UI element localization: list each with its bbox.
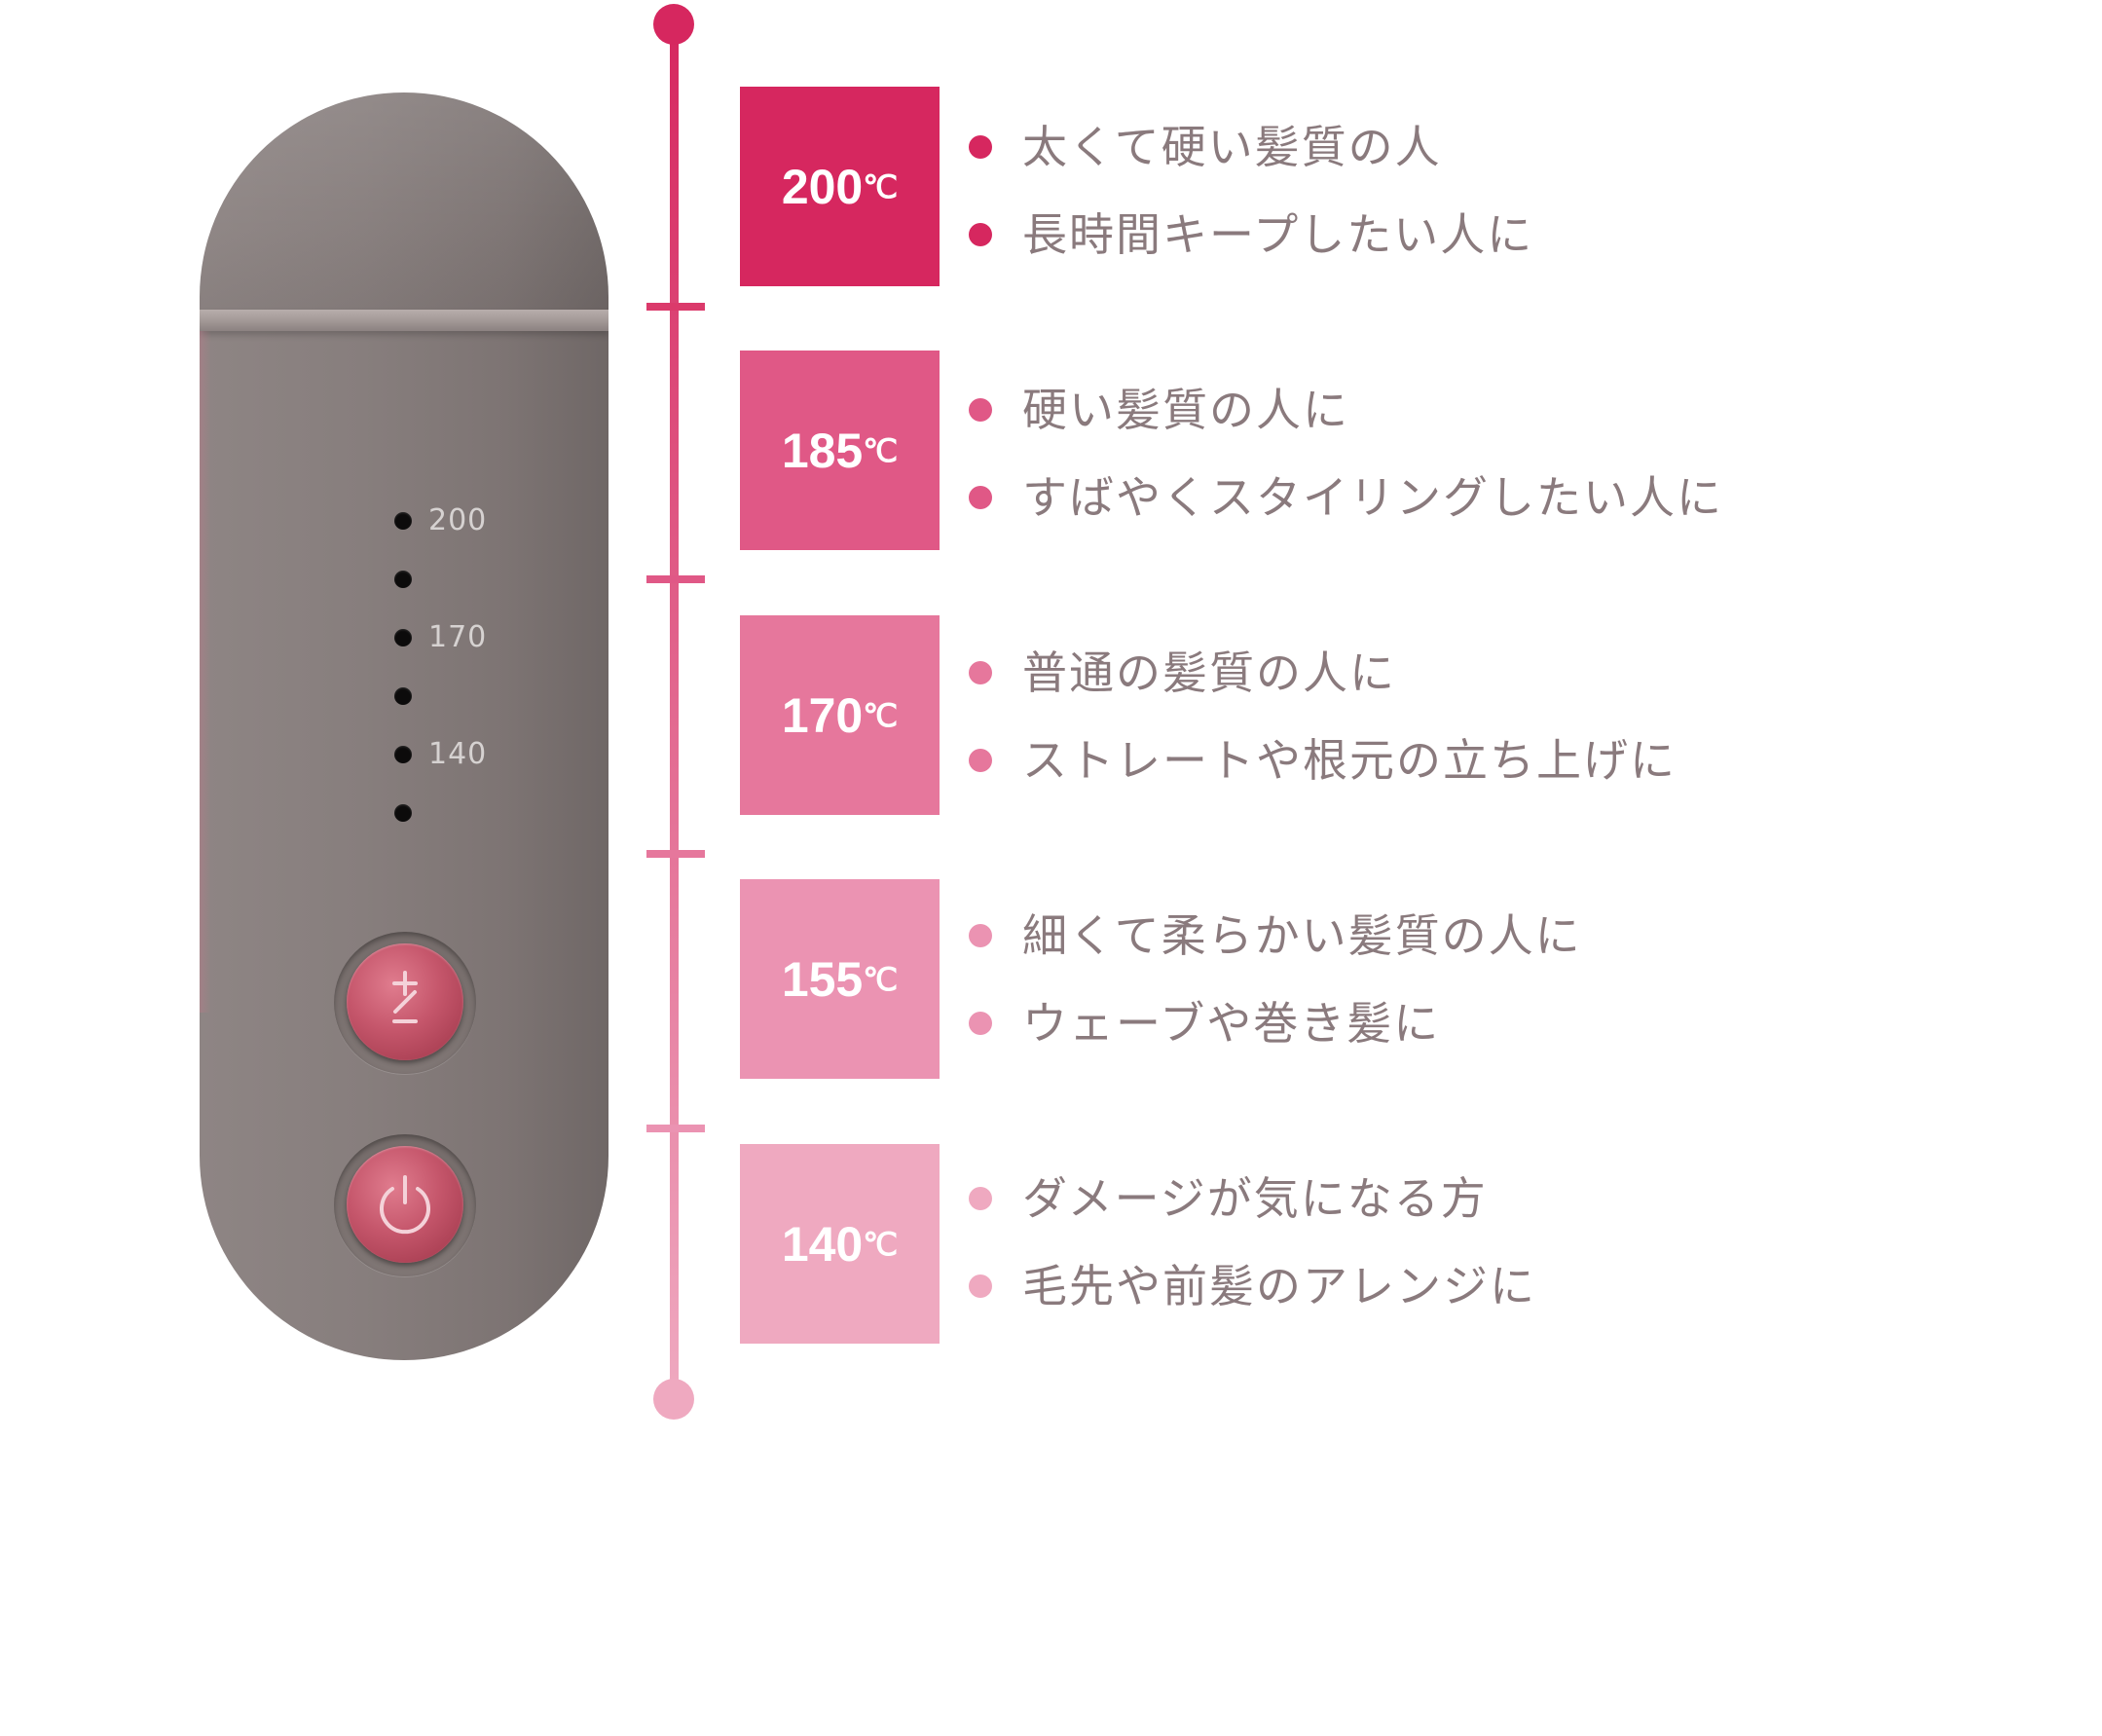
- power-icon: [380, 1175, 430, 1235]
- scale-tick: [646, 1125, 705, 1132]
- indicator-led: [394, 804, 412, 822]
- plus-minus-icon: [392, 971, 418, 1023]
- temp-unit: ℃: [863, 432, 899, 468]
- desc-text: 太くて硬い髪質の人: [1022, 121, 1442, 173]
- temp-unit: ℃: [863, 697, 899, 733]
- indicator-185: [394, 565, 511, 594]
- scale-bottom-endpoint: [653, 1379, 694, 1420]
- button-face[interactable]: [347, 943, 463, 1060]
- desc-text: 普通の髪質の人に: [1022, 646, 1396, 699]
- desc-text: 長時間キープしたい人に: [1022, 208, 1534, 261]
- temp-value: 185: [781, 423, 864, 478]
- temp-box-185: 185℃: [740, 351, 940, 550]
- scale-tick: [646, 850, 705, 858]
- scale-line: [670, 24, 679, 1399]
- bullet-dot: [969, 398, 992, 422]
- temp-unit: ℃: [863, 1226, 899, 1262]
- bullet-dot: [969, 661, 992, 684]
- temp-value: 170: [781, 687, 864, 743]
- indicator-led: [394, 629, 412, 646]
- temp-unit: ℃: [863, 168, 899, 204]
- indicator-200: 200: [394, 506, 511, 536]
- handle-edge-highlight: [200, 331, 211, 1013]
- bullet-dot: [969, 135, 992, 159]
- indicator-label: 200: [428, 503, 488, 537]
- desc-text: ダメージが気になる方: [1022, 1172, 1488, 1225]
- desc-200-line-2: 長時間キープしたい人に: [969, 208, 1942, 261]
- temp-box-200: 200℃: [740, 87, 940, 286]
- temp-value: 140: [781, 1216, 864, 1272]
- desc-200-line-1: 太くて硬い髪質の人: [969, 121, 1942, 173]
- desc-text: ストレートや根元の立ち上げに: [1022, 734, 1677, 787]
- bullet-dot: [969, 749, 992, 772]
- temp-value: 200: [781, 159, 864, 214]
- button-face[interactable]: [347, 1146, 463, 1263]
- desc-text: すばやくスタイリングしたい人に: [1022, 471, 1723, 524]
- handle-cap: [200, 92, 608, 312]
- desc-text: ウェーブや巻き髪に: [1022, 997, 1441, 1050]
- scale-tick: [646, 575, 705, 583]
- indicator-170: 170: [394, 623, 511, 652]
- hair-iron-handle: 200 170 140: [200, 92, 608, 1360]
- temp-value: 155: [781, 951, 864, 1007]
- desc-155-line-2: ウェーブや巻き髪に: [969, 997, 1942, 1050]
- indicator-led: [394, 746, 412, 763]
- bullet-dot: [969, 1187, 992, 1210]
- desc-155-line-1: 細くて柔らかい髪質の人に: [969, 909, 1942, 962]
- desc-170-line-2: ストレートや根元の立ち上げに: [969, 734, 1942, 787]
- scale-tick: [646, 303, 705, 311]
- desc-185-line-1: 硬い髪質の人に: [969, 384, 1942, 436]
- indicator-label: 170: [428, 620, 488, 654]
- indicator-label: 140: [428, 737, 488, 771]
- temp-box-155: 155℃: [740, 879, 940, 1079]
- desc-140-line-2: 毛先や前髪のアレンジに: [969, 1260, 1942, 1312]
- desc-140-line-1: ダメージが気になる方: [969, 1172, 1942, 1225]
- temp-box-170: 170℃: [740, 615, 940, 815]
- desc-text: 硬い髪質の人に: [1022, 384, 1349, 436]
- indicator-led: [394, 512, 412, 530]
- temp-unit: ℃: [863, 961, 899, 997]
- temperature-plus-minus-button[interactable]: [334, 932, 476, 1074]
- indicator-led: [394, 571, 412, 588]
- bullet-dot: [969, 1012, 992, 1035]
- desc-170-line-1: 普通の髪質の人に: [969, 646, 1942, 699]
- power-button[interactable]: [334, 1134, 476, 1276]
- bullet-dot: [969, 223, 992, 246]
- desc-185-line-2: すばやくスタイリングしたい人に: [969, 471, 1942, 524]
- bullet-dot: [969, 924, 992, 947]
- scale-top-endpoint: [653, 4, 694, 45]
- indicator-led: [394, 687, 412, 705]
- indicator-bottom: [394, 798, 511, 828]
- handle-rim: [200, 310, 608, 331]
- bullet-dot: [969, 486, 992, 509]
- indicator-155: [394, 682, 511, 711]
- desc-text: 毛先や前髪のアレンジに: [1022, 1260, 1536, 1312]
- bullet-dot: [969, 1274, 992, 1298]
- temp-box-140: 140℃: [740, 1144, 940, 1344]
- desc-text: 細くて柔らかい髪質の人に: [1022, 909, 1582, 962]
- indicator-140: 140: [394, 740, 511, 769]
